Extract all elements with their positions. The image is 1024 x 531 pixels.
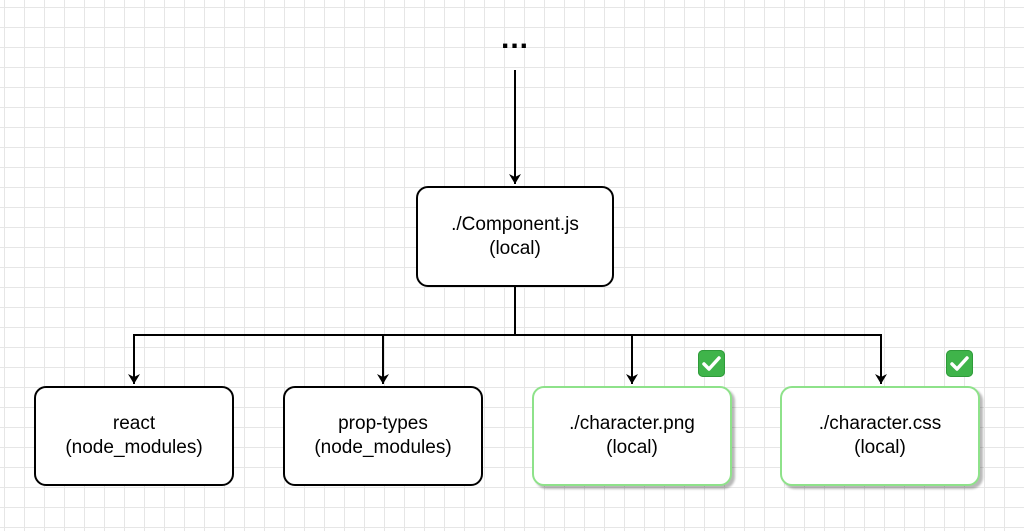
node-character-png-location: (local) (606, 437, 658, 458)
node-character-css-name: ./character.css (818, 413, 942, 434)
node-prop-types-name: prop-types (338, 413, 428, 434)
node-character-css-location: (local) (854, 437, 906, 458)
node-react-location: (node_modules) (65, 437, 203, 458)
node-prop-types-location: (node_modules) (314, 437, 452, 458)
node-character-css[interactable]: ./character.css (local) (780, 386, 980, 486)
node-component-js[interactable]: ./Component.js (local) (416, 186, 614, 287)
node-react-name: react (112, 413, 156, 434)
check-mark-icon (698, 350, 725, 377)
node-prop-types[interactable]: prop-types (node_modules) (283, 386, 483, 486)
ellipsis-label: ... (500, 22, 529, 55)
node-component-js-name: ./Component.js (451, 213, 579, 235)
check-mark-icon (946, 350, 973, 377)
node-component-js-location: (local) (489, 237, 541, 259)
node-react[interactable]: react (node_modules) (34, 386, 234, 486)
node-character-png-name: ./character.png (569, 413, 695, 434)
node-character-png[interactable]: ./character.png (local) (532, 386, 732, 486)
